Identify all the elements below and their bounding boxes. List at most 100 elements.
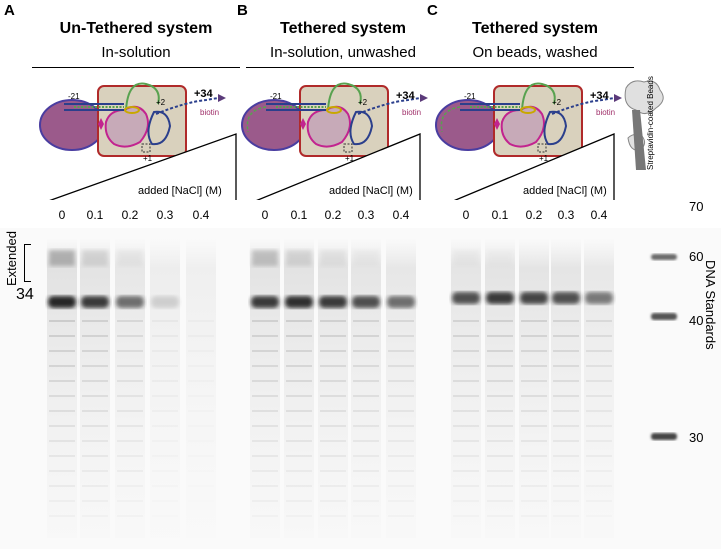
gel-lane-ladder-band bbox=[252, 515, 278, 517]
label-plus34-a: +34 bbox=[194, 88, 213, 100]
gel-lane-ladder-band bbox=[286, 455, 312, 457]
gel-lane-ladder-band bbox=[353, 395, 379, 397]
gel-lane-ladder-band bbox=[117, 335, 143, 337]
gel-lane-ladder-band bbox=[353, 500, 379, 502]
conc-b-0: 0 bbox=[261, 208, 269, 222]
label-plus2-a: +2 bbox=[156, 98, 166, 107]
gel-lane-ladder-band bbox=[82, 470, 108, 472]
gel-lane-ladder-band bbox=[286, 320, 312, 322]
gel-lane-ladder-band bbox=[586, 485, 612, 487]
gel-lane-ladder-band bbox=[49, 365, 75, 367]
gel-lane-ladder-band bbox=[453, 515, 479, 517]
std-30: 30 bbox=[689, 430, 704, 445]
gel-lane-ladder-band bbox=[286, 470, 312, 472]
gel-lane-ladder-band bbox=[252, 485, 278, 487]
gel-lane-ladder-band bbox=[586, 425, 612, 427]
gel-lane-ladder-band bbox=[453, 365, 479, 367]
gel-lane-ladder-band bbox=[553, 485, 579, 487]
gel-lane-smear bbox=[80, 238, 110, 538]
panel-a-rule bbox=[32, 67, 240, 68]
panel-letter-c: C bbox=[427, 2, 438, 19]
gel-lane-ladder-band bbox=[49, 410, 75, 412]
gel-lane-smear bbox=[284, 238, 314, 538]
gel-lane-ladder-band bbox=[188, 470, 214, 472]
gel-lane-ladder-band bbox=[453, 425, 479, 427]
gel-lane-ladder-band bbox=[320, 425, 346, 427]
panel-a-title: Un-Tethered system bbox=[59, 20, 213, 37]
gel-lane-ladder-band bbox=[487, 335, 513, 337]
gel-lane-ladder-band bbox=[487, 455, 513, 457]
gel-lane-ladder-band bbox=[521, 515, 547, 517]
gel-lane-smear bbox=[551, 238, 581, 538]
gel-lane-ladder-band bbox=[487, 500, 513, 502]
conc-b-4: 0.4 bbox=[392, 208, 410, 222]
gel-lane-ladder-band bbox=[49, 320, 75, 322]
gel-lane-ladder-band bbox=[553, 335, 579, 337]
beads-label: Streptavidin-coated Beads bbox=[646, 76, 655, 170]
gel-lane-ladder-band bbox=[188, 380, 214, 382]
gel-lane-ladder-band bbox=[320, 335, 346, 337]
salt-wedge-c bbox=[453, 133, 615, 200]
gel-lane-ladder-band bbox=[487, 485, 513, 487]
gel-lane-ladder-band bbox=[586, 320, 612, 322]
gel-lane-ladder-band bbox=[82, 515, 108, 517]
gel-lane-ladder-band bbox=[152, 380, 178, 382]
gel-lane-ladder-band bbox=[353, 485, 379, 487]
gel-lane-ladder-band bbox=[286, 380, 312, 382]
gel-lane-ladder-band bbox=[252, 500, 278, 502]
label-plus2-b: +2 bbox=[358, 98, 368, 107]
gel-lane-ladder-band bbox=[353, 365, 379, 367]
gel-lane-ladder-band bbox=[353, 320, 379, 322]
gel-lane-ladder-band bbox=[553, 440, 579, 442]
gel-lane-ladder-band bbox=[353, 440, 379, 442]
conc-a-0: 0 bbox=[58, 208, 66, 222]
gel-lane-ladder-band bbox=[453, 380, 479, 382]
gel-lane-ladder-band bbox=[553, 410, 579, 412]
gel-lane-ladder-band bbox=[388, 470, 414, 472]
conc-a-2: 0.2 bbox=[121, 208, 139, 222]
label-minus21-c: -21 bbox=[464, 92, 476, 101]
gel-main-band bbox=[251, 296, 279, 308]
gel-lane-ladder-band bbox=[117, 410, 143, 412]
panel-c-rule bbox=[440, 67, 634, 68]
gel-lane-ladder-band bbox=[553, 365, 579, 367]
panel-b-subtitle: In-solution, unwashed bbox=[270, 44, 416, 61]
gel-lane-ladder-band bbox=[320, 365, 346, 367]
gel-main-band bbox=[48, 296, 76, 308]
gel-lane-ladder-band bbox=[353, 515, 379, 517]
gel-lane-ladder-band bbox=[320, 515, 346, 517]
gel-lane-ladder-band bbox=[82, 410, 108, 412]
conc-c-0: 0 bbox=[462, 208, 470, 222]
gel-lane-ladder-band bbox=[521, 410, 547, 412]
gel-lane-ladder-band bbox=[286, 500, 312, 502]
gel-lane-ladder-band bbox=[252, 410, 278, 412]
gel-lane-ladder-band bbox=[521, 485, 547, 487]
gel-lane-ladder-band bbox=[117, 455, 143, 457]
gel-lane-ladder-band bbox=[117, 380, 143, 382]
gel-lane-ladder-band bbox=[353, 380, 379, 382]
gel-lane-ladder-band bbox=[49, 425, 75, 427]
gel-lane-ladder-band bbox=[320, 485, 346, 487]
gel-lane-ladder-band bbox=[188, 500, 214, 502]
gel-lane-ladder-band bbox=[152, 350, 178, 352]
gel-lane-ladder-band bbox=[586, 470, 612, 472]
gel-lane-ladder-band bbox=[388, 365, 414, 367]
label-minus21-b: -21 bbox=[270, 92, 282, 101]
label-plus1-c: +1 bbox=[539, 154, 549, 163]
gel-lane-ladder-band bbox=[388, 350, 414, 352]
gel-lane-ladder-band bbox=[487, 425, 513, 427]
panel-letter-a: A bbox=[4, 2, 15, 19]
concentration-row: 0 0.1 0.2 0.3 0.4 0 0.1 0.2 0.3 0.4 0 0.… bbox=[0, 208, 721, 224]
gel-lane-ladder-band bbox=[82, 380, 108, 382]
gel-lane-ladder-band bbox=[286, 350, 312, 352]
gel-lane-smear bbox=[485, 238, 515, 538]
gel-lane-ladder-band bbox=[453, 410, 479, 412]
conc-c-1: 0.1 bbox=[491, 208, 509, 222]
gel-lane-ladder-band bbox=[453, 395, 479, 397]
conc-c-2: 0.2 bbox=[525, 208, 543, 222]
gel-lane-ladder-band bbox=[82, 425, 108, 427]
gel-lane-ladder-band bbox=[49, 380, 75, 382]
gel-lane-ladder-band bbox=[152, 335, 178, 337]
panel-letter-b: B bbox=[237, 2, 248, 19]
gel-lane-ladder-band bbox=[188, 515, 214, 517]
